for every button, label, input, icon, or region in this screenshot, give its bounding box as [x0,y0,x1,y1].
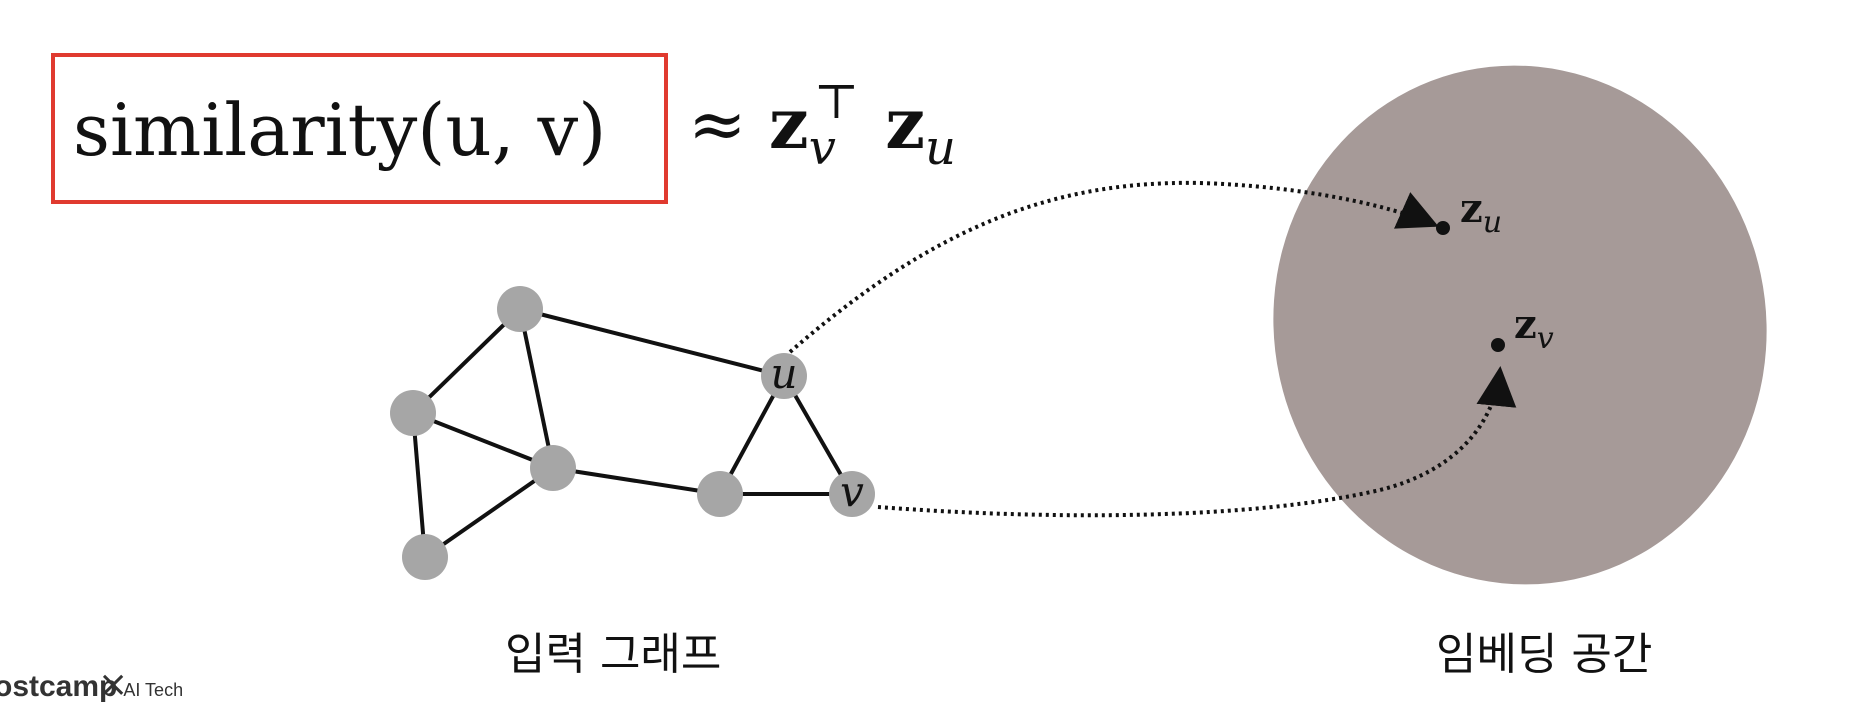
logo-mark-icon: × [98,664,129,705]
graph-nodes [390,286,875,580]
graph-node [497,286,543,332]
similarity-text: similarity(u, v) [73,88,607,172]
node-v-label: v [840,467,864,516]
mapping-arrow-v [877,366,1517,518]
logo-text: ostcamp [0,670,118,703]
mapping-arrow-u [788,180,1439,354]
z-v-letter: z [768,82,809,165]
point-u-label: zu [1460,185,1502,240]
embedding-point-v [1491,338,1505,352]
embedding-space-caption: 임베딩 공간 [1436,629,1653,680]
graph-node [402,534,448,580]
dot-product-formula: ≈ zv⊤ zu [688,74,956,176]
transpose-symbol: ⊤ [813,74,859,130]
graph-node [390,390,436,436]
z-u-letter: z [885,82,925,165]
approx-symbol: ≈ [688,83,747,165]
z-u-subscript: u [924,120,956,176]
graph-node [530,445,576,491]
graph-node-u [761,353,807,399]
graph-node [697,471,743,517]
logo-suffix: AI Tech [123,680,184,700]
graph-edges [411,307,854,559]
graph-node-v [829,471,875,517]
z-v-subscript: v [808,120,836,176]
embedding-point-u [1436,221,1450,235]
similarity-formula: similarity(u, v) [73,88,606,172]
formula-highlight-box [51,53,668,204]
input-graph-caption: 입력 그래프 [505,629,722,680]
point-v-label: zv [1514,301,1554,356]
node-u-label: u [770,349,797,398]
